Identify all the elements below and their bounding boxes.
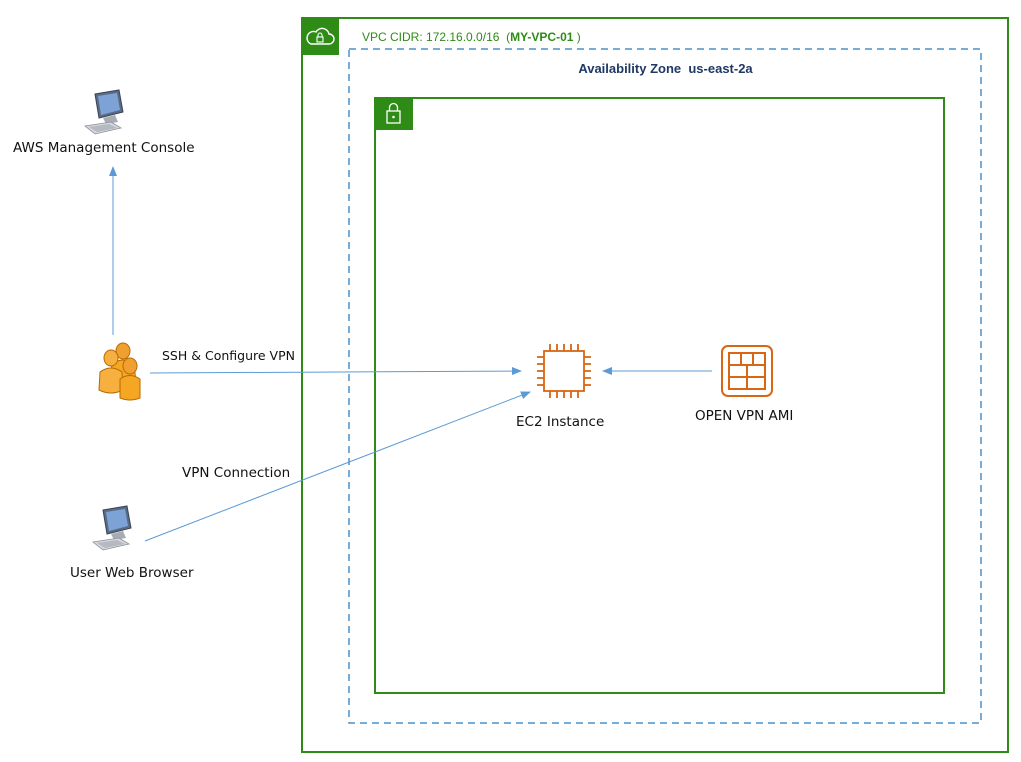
browser-label: User Web Browser [70, 565, 194, 581]
vpn-connection-label: VPN Connection [182, 465, 291, 481]
arrow-ssh-configure [149, 367, 522, 376]
vpc-name: MY-VPC-01 [510, 30, 574, 44]
ami-icon [721, 345, 773, 397]
availability-zone-label: Availability Zone us-east-2a [578, 61, 753, 76]
subnet-boundary [374, 97, 945, 694]
vpc-cidr-label: VPC CIDR: 172.16.0.0/16 (MY-VPC-01 ) [362, 30, 581, 44]
ssh-configure-label: SSH & Configure VPN [162, 348, 295, 363]
ami-label: OPEN VPN AMI [695, 408, 794, 424]
vpc-cidr-prefix: VPC CIDR: [362, 30, 427, 44]
arrow-vpn-connection [144, 391, 531, 542]
vpc-cloud-icon [302, 18, 339, 55]
subnet-lock-icon [375, 98, 413, 130]
vpc-name-close: ) [573, 30, 581, 44]
availability-zone-boundary [348, 48, 982, 724]
vpc-cidr-value: 172.16.0.0/16 [426, 30, 500, 44]
vpc-name-open: ( [499, 30, 511, 44]
users-icon [98, 342, 141, 401]
vpc-boundary [301, 17, 1009, 753]
console-label: AWS Management Console [13, 140, 195, 156]
ec2-label: EC2 Instance [516, 414, 605, 430]
browser-computer-icon [92, 505, 132, 551]
console-computer-icon [84, 89, 124, 135]
ec2-chip-icon [537, 344, 591, 398]
